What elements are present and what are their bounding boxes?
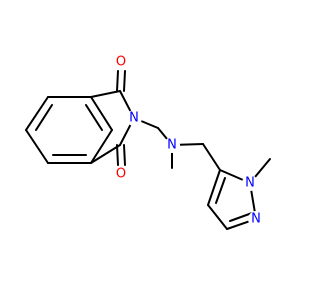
bond [116, 144, 119, 166]
nitrogen-atom-label: N [129, 111, 139, 126]
oxygen-atom-label: O [116, 55, 126, 70]
bond [229, 212, 253, 222]
bond [202, 143, 221, 171]
bond [116, 70, 119, 92]
benzene-ring [25, 96, 113, 164]
nitrogen-atom-label: N [251, 212, 261, 227]
bond [35, 104, 53, 131]
nitrogen-atom-label: N [245, 176, 255, 191]
molecule-structure-diagram: O O N N N N [25, 54, 271, 230]
atom-labels: O O N N N N [113, 54, 264, 227]
bond [90, 90, 121, 98]
bond [90, 96, 113, 131]
bond [90, 129, 113, 164]
bond [123, 70, 126, 92]
nitrogen-atom-label: N [167, 138, 177, 153]
bond [207, 169, 221, 206]
bond [90, 144, 121, 164]
oxygen-atom-label: O [116, 167, 126, 182]
bond [25, 96, 49, 131]
bond [25, 129, 49, 164]
bond [85, 104, 103, 131]
bond [215, 177, 226, 204]
bond [207, 204, 228, 230]
bond [123, 144, 126, 166]
